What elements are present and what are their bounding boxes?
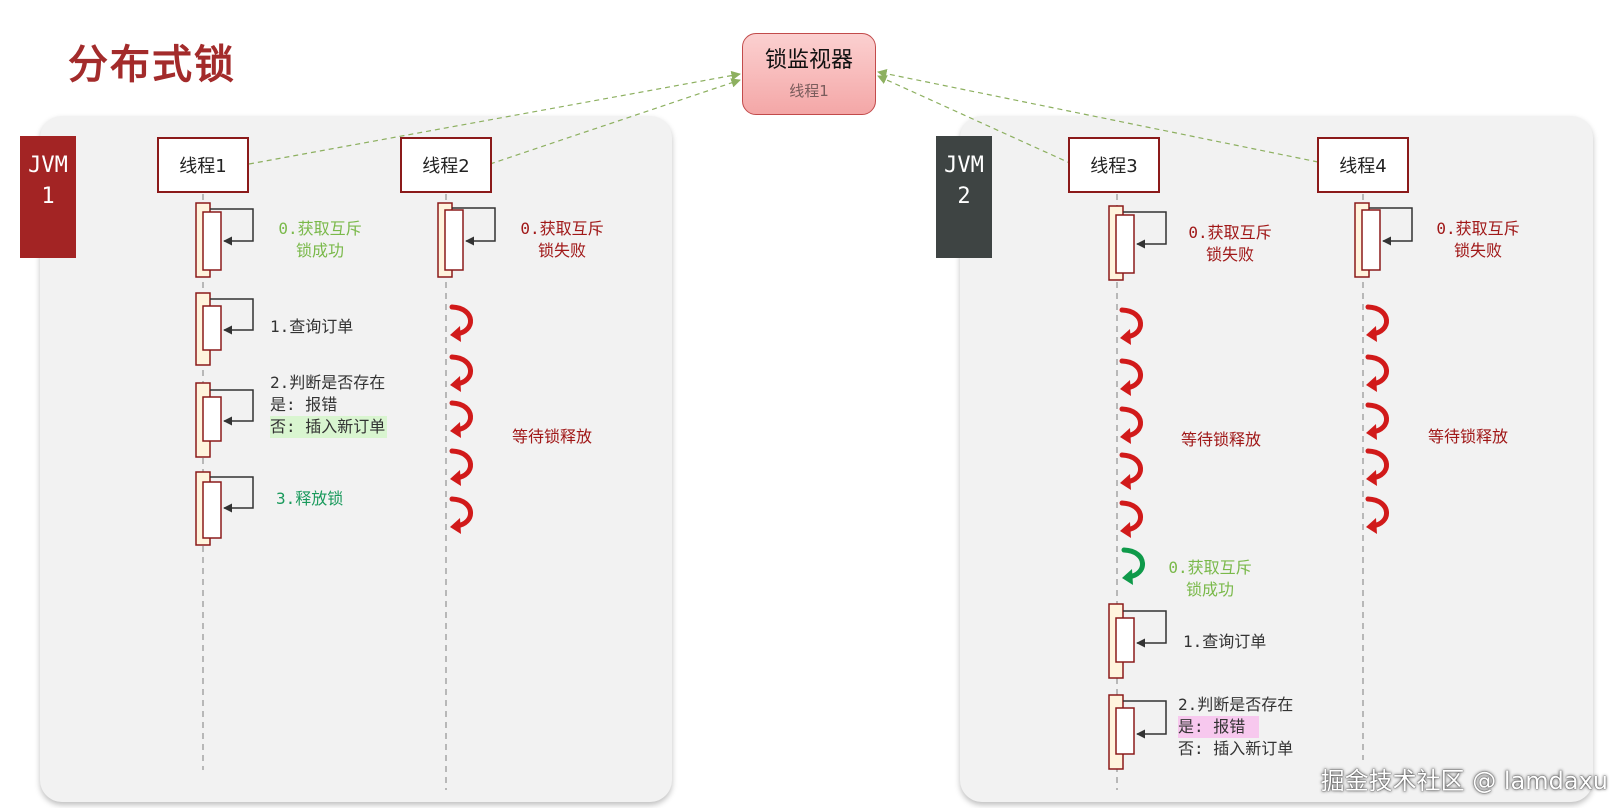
activation-t2-acquire bbox=[437, 202, 496, 278]
t1-judge-note: 2.判断是否存在 是: 报错 否: 插入新订单 bbox=[270, 372, 388, 438]
t3-query-note: 1.查询订单 bbox=[1183, 632, 1267, 651]
wait-arrow-t3-4 bbox=[1119, 500, 1143, 538]
thread1-box: 线程1 bbox=[157, 137, 249, 193]
wait-arrow-t2-4 bbox=[449, 496, 473, 534]
lock-monitor-label: 锁监视器 bbox=[764, 48, 853, 73]
t3-success-line1: 0.获取互斥 bbox=[1168, 558, 1252, 577]
t3-fail-line2: 锁失败 bbox=[1205, 245, 1254, 264]
thread3-box: 线程3 bbox=[1068, 137, 1160, 193]
activation-t1-query bbox=[195, 292, 254, 366]
thread4-box: 线程4 bbox=[1317, 137, 1409, 193]
wait-arrow-t4-0 bbox=[1365, 304, 1389, 342]
jvm1-label-line1: JVM bbox=[28, 153, 68, 178]
activation-t3-acquire bbox=[1108, 205, 1167, 281]
t4-fail-line1: 0.获取互斥 bbox=[1436, 219, 1520, 238]
jvm2-label: JVM 2 bbox=[936, 136, 992, 258]
watermark: 掘金技术社区 @ lamdaxu bbox=[1320, 767, 1608, 795]
t2-fail-line2: 锁失败 bbox=[537, 241, 586, 260]
activation-t1-acquire bbox=[195, 202, 254, 278]
t4-fail-line2: 锁失败 bbox=[1453, 241, 1502, 260]
connector-thread4 bbox=[877, 69, 1319, 163]
t3-fail-note: 0.获取互斥 锁失败 bbox=[1180, 222, 1280, 266]
activation-t3-query bbox=[1108, 603, 1167, 679]
t4-wait-note: 等待锁释放 bbox=[1428, 427, 1509, 446]
wait-arrow-t4-3 bbox=[1365, 448, 1389, 486]
t3-success-note: 0.获取互斥 锁成功 bbox=[1160, 557, 1260, 601]
t2-fail-line1: 0.获取互斥 bbox=[520, 219, 604, 238]
wait-arrow-t4-1 bbox=[1365, 354, 1389, 392]
jvm1-panel bbox=[40, 116, 672, 802]
activation-t1-release bbox=[195, 471, 254, 546]
jvm1-label: JVM 1 bbox=[20, 136, 76, 258]
t1-query-note: 1.查询订单 bbox=[270, 317, 354, 336]
connector-thread1 bbox=[248, 70, 741, 165]
jvm1-label-line2: 1 bbox=[41, 184, 55, 209]
t1-acquire-line2: 锁成功 bbox=[295, 241, 344, 260]
jvm2-label-line1: JVM bbox=[944, 153, 984, 178]
thread2-box: 线程2 bbox=[400, 137, 492, 193]
t2-fail-note: 0.获取互斥 锁失败 bbox=[512, 218, 612, 262]
wait-arrow-t4-4 bbox=[1365, 496, 1389, 534]
t1-no-line: 否: 插入新订单 bbox=[270, 416, 388, 438]
t1-acquire-line1: 0.获取互斥 bbox=[278, 219, 362, 238]
wait-arrow-t3-0 bbox=[1119, 307, 1143, 345]
t1-yes-line: 是: 报错 bbox=[270, 395, 338, 414]
t3-success-line2: 锁成功 bbox=[1185, 580, 1234, 599]
wait-arrow-t4-2 bbox=[1365, 402, 1389, 440]
wait-arrow-t2-2 bbox=[449, 400, 473, 438]
acquire-arrow-t3 bbox=[1121, 547, 1145, 585]
jvm2-panel bbox=[960, 116, 1593, 802]
wait-arrow-t2-1 bbox=[449, 354, 473, 392]
lock-monitor-owner: 线程1 bbox=[789, 82, 829, 100]
t3-yes-line: 是: 报错 bbox=[1178, 716, 1260, 738]
t3-judge-note: 2.判断是否存在 是: 报错 否: 插入新订单 bbox=[1178, 694, 1293, 760]
activation-t4-acquire bbox=[1354, 202, 1413, 278]
t4-fail-note: 0.获取互斥 锁失败 bbox=[1428, 218, 1528, 262]
wait-arrow-t3-3 bbox=[1119, 452, 1143, 490]
jvm2-label-line2: 2 bbox=[957, 184, 971, 209]
t3-wait-note: 等待锁释放 bbox=[1181, 430, 1262, 449]
t2-wait-note: 等待锁释放 bbox=[512, 427, 593, 446]
connector-thread2 bbox=[489, 78, 741, 165]
t1-acquire-note: 0.获取互斥 锁成功 bbox=[270, 218, 370, 262]
wait-arrow-t2-0 bbox=[449, 304, 473, 342]
activation-t1-judge bbox=[195, 382, 254, 458]
t1-judge-line: 2.判断是否存在 bbox=[270, 373, 386, 392]
t3-fail-line1: 0.获取互斥 bbox=[1188, 223, 1272, 242]
lock-monitor: 锁监视器 线程1 bbox=[742, 33, 876, 115]
t1-release-note: 3.释放锁 bbox=[276, 489, 344, 508]
wait-arrow-t3-2 bbox=[1119, 406, 1143, 444]
wait-arrow-t2-3 bbox=[449, 448, 473, 486]
t3-judge-line: 2.判断是否存在 bbox=[1178, 695, 1294, 714]
wait-arrow-t3-1 bbox=[1119, 358, 1143, 396]
page-title: 分布式锁 bbox=[68, 42, 236, 88]
t3-no-line: 否: 插入新订单 bbox=[1178, 739, 1294, 758]
activation-t3-judge bbox=[1108, 694, 1167, 770]
